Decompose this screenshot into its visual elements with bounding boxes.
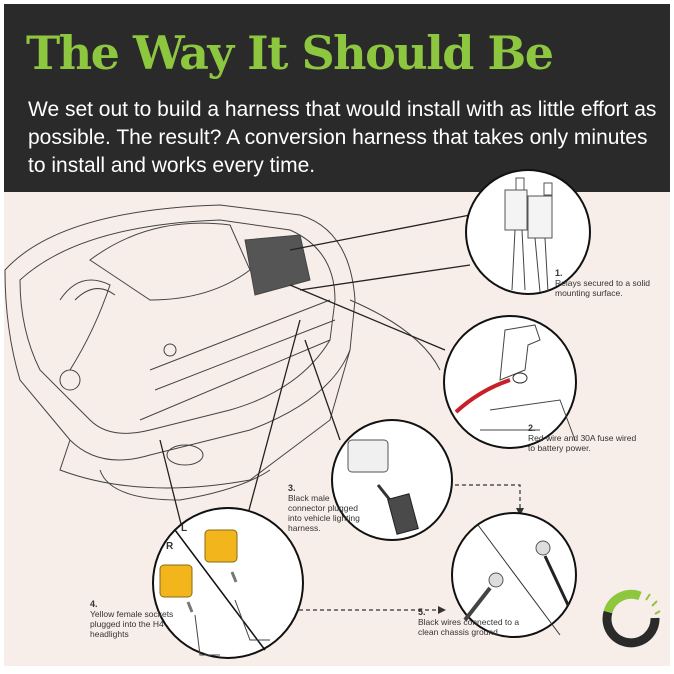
step-text: Black male connector plugged into vehicl… <box>288 493 360 533</box>
headlight-socket-detail-circle <box>152 507 304 659</box>
yellow-socket-right <box>159 564 193 598</box>
right-side-label: R <box>166 541 174 552</box>
step-number: 1. <box>555 268 563 278</box>
yellow-socket-left <box>204 529 238 563</box>
step-2-caption: 2. Red wire and 30A fuse wired to batter… <box>528 423 638 453</box>
chassis-ground-detail-circle <box>451 512 577 638</box>
step-text: Black wires connected to a clean chassis… <box>418 617 520 637</box>
arrow-head-icon <box>516 508 524 516</box>
step-text: Yellow female sockets plugged into the H… <box>90 609 174 639</box>
step-text: Relays secured to a solid mounting surfa… <box>555 278 650 298</box>
relay-block-on-car <box>244 234 311 296</box>
intro-text: We set out to build a harness that would… <box>28 98 657 177</box>
red-wire <box>454 378 511 414</box>
step-text: Red wire and 30A fuse wired to battery p… <box>528 433 637 453</box>
battery-detail-circle <box>443 315 577 449</box>
header-banner: The Way It Should Be We set out to build… <box>4 4 670 192</box>
step-3-caption: 3. Black male connector plugged into veh… <box>288 483 368 533</box>
step-number: 4. <box>90 599 98 609</box>
relay-detail-circle <box>465 169 591 295</box>
car-engine-bay-illustration <box>4 204 441 501</box>
vehicle-connector-detail-circle <box>331 419 453 541</box>
step-4-caption: 4. Yellow female sockets plugged into th… <box>90 599 185 639</box>
brand-logo-icon <box>602 589 661 648</box>
page-title: The Way It Should Be <box>26 26 554 80</box>
step-5-caption: 5. Black wires connected to a clean chas… <box>418 607 528 637</box>
step-1-caption: 1. Relays secured to a solid mounting su… <box>555 268 665 298</box>
step-number: 5. <box>418 607 426 617</box>
left-side-label: L <box>181 523 188 534</box>
arrow-head-icon <box>438 606 446 614</box>
step-number: 2. <box>528 423 536 433</box>
step-number: 3. <box>288 483 296 493</box>
